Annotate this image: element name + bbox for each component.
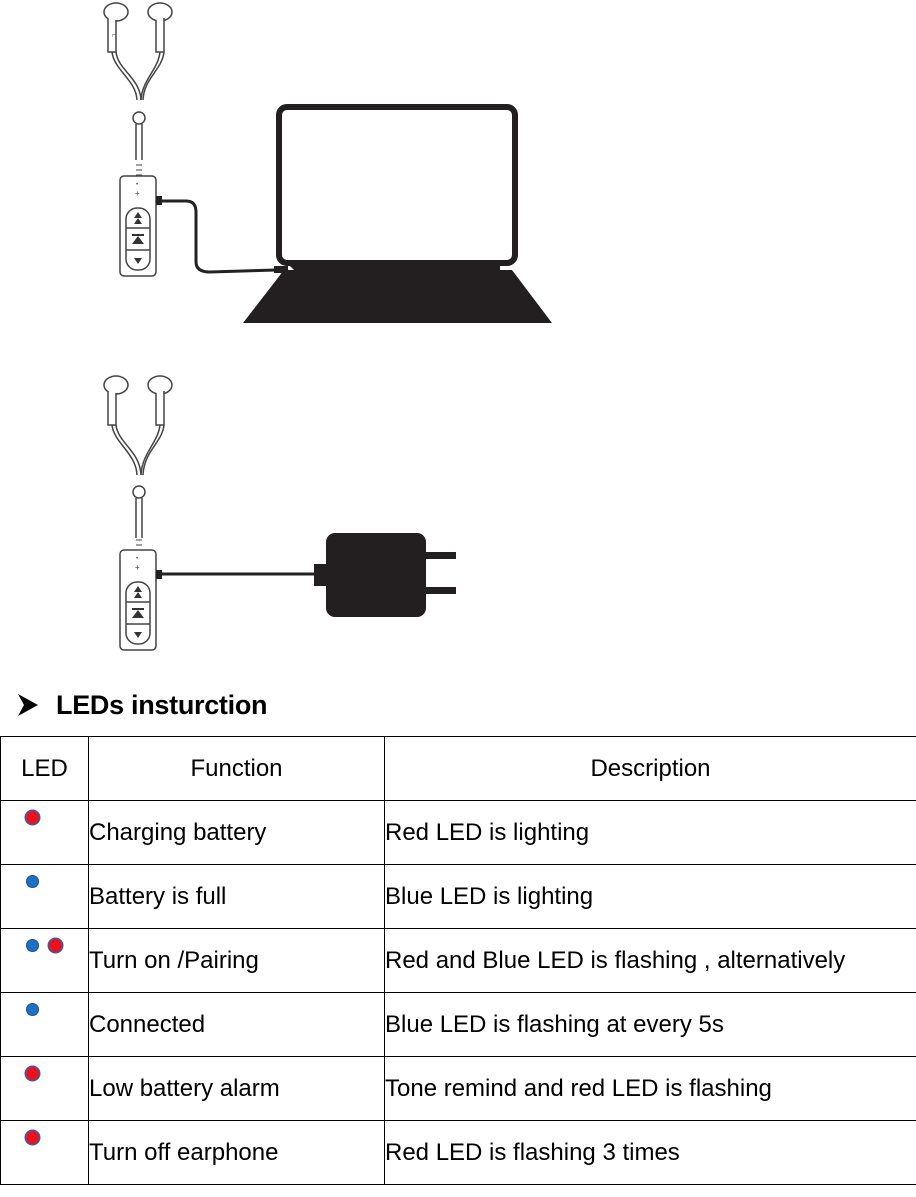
- function-cell: Low battery alarm: [88, 1056, 385, 1121]
- description-cell: Blue LED is flashing at every 5s: [384, 992, 916, 1057]
- function-cell: Turn on /Pairing: [88, 928, 385, 993]
- led-indicator-cell: [0, 1056, 89, 1121]
- led-indicator-cell: [0, 992, 89, 1057]
- left-earbud-icon: L: [103, 2, 129, 53]
- left-earbud-icon: [103, 375, 129, 426]
- laptop-icon: [243, 104, 552, 323]
- svg-text:+: +: [135, 563, 140, 572]
- led-indicator-cell: [0, 1120, 89, 1185]
- table-header-row: LED Function Description: [0, 736, 916, 801]
- led-indicator-cell: [0, 864, 89, 929]
- arrowhead-bullet-icon: [18, 694, 38, 716]
- right-earbud-icon: [147, 2, 173, 53]
- description-cell: Red and Blue LED is flashing , alternati…: [384, 928, 916, 993]
- led-instruction-table: LED Function Description Charging batter…: [0, 736, 916, 1185]
- section-title: LEDs insturction: [56, 689, 268, 720]
- red-led-icon: [49, 939, 62, 952]
- section-heading: LEDs insturction: [14, 688, 268, 722]
- description-cell: Tone remind and red LED is flashing: [384, 1056, 916, 1121]
- blue-led-icon: [26, 939, 39, 952]
- function-cell: Battery is full: [88, 864, 385, 929]
- svg-text:•: •: [136, 182, 138, 188]
- svg-text:L: L: [110, 34, 116, 37]
- svg-text:+: +: [135, 189, 140, 198]
- red-led-icon: [26, 811, 39, 824]
- led-indicator-cell: [0, 928, 89, 993]
- earphones-laptop-illustration: L • +: [103, 2, 552, 323]
- function-cell: Connected: [88, 992, 385, 1057]
- svg-text:•: •: [136, 556, 138, 562]
- header-description: Description: [384, 736, 916, 801]
- blue-led-icon: [26, 1003, 39, 1016]
- red-led-icon: [26, 1131, 39, 1144]
- header-led: LED: [0, 736, 89, 801]
- led-indicator-cell: [0, 800, 89, 865]
- function-cell: Charging battery: [88, 800, 385, 865]
- earphones-charger-illustration: • +: [103, 375, 456, 651]
- header-function: Function: [88, 736, 385, 801]
- description-cell: Red LED is lighting: [384, 800, 916, 865]
- blue-led-icon: [26, 875, 39, 888]
- right-earbud-icon: [147, 375, 173, 426]
- red-led-icon: [26, 1067, 39, 1080]
- wall-charger-icon: [314, 533, 456, 617]
- description-cell: Red LED is flashing 3 times: [384, 1120, 916, 1185]
- function-cell: Turn off earphone: [88, 1120, 385, 1185]
- description-cell: Blue LED is lighting: [384, 864, 916, 929]
